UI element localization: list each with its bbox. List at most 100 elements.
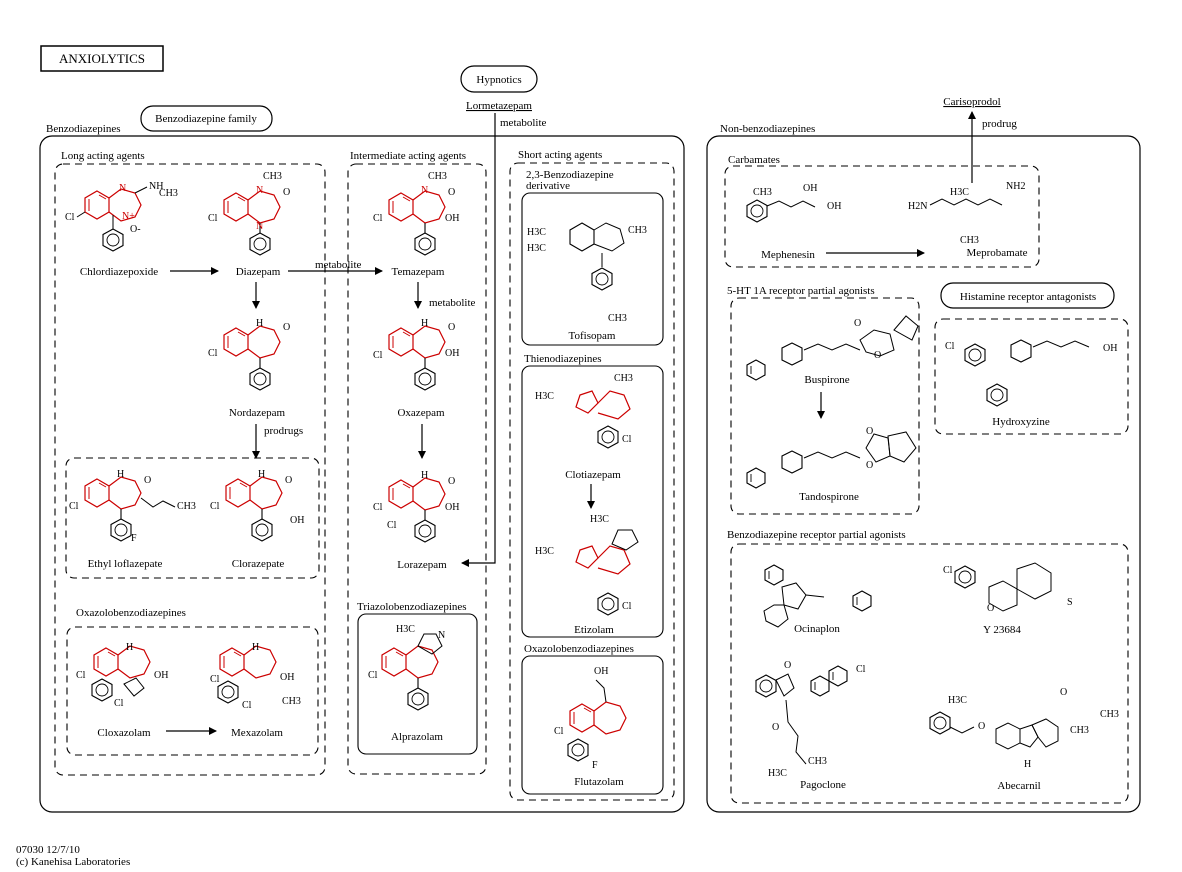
- compound-abecarnil[interactable]: Abecarnil: [997, 780, 1040, 792]
- compound-chlordiazepoxide[interactable]: Chlordiazepoxide: [80, 266, 158, 278]
- svg-text:OH: OH: [280, 672, 294, 683]
- histamine-box: [934, 318, 1129, 435]
- svg-text:H: H: [421, 470, 428, 481]
- group-ht1a: 5-HT 1A receptor partial agonists: [727, 285, 875, 297]
- svg-text:Cl: Cl: [210, 674, 220, 685]
- svg-text:Cl: Cl: [114, 698, 124, 709]
- compound-flutazolam[interactable]: Flutazolam: [574, 776, 624, 788]
- svg-text:CH3: CH3: [428, 171, 447, 182]
- compound-etizolam[interactable]: Etizolam: [574, 624, 614, 636]
- compound-lorazepam[interactable]: Lorazepam: [397, 559, 447, 571]
- structure-ethyl-loflazepate: Cl H O CH3 F: [69, 469, 196, 544]
- compound-tandospirone[interactable]: Tandospirone: [799, 491, 859, 503]
- compound-tofisopam[interactable]: Tofisopam: [569, 330, 616, 342]
- svg-text:O: O: [283, 322, 290, 333]
- svg-text:OH: OH: [445, 348, 459, 359]
- svg-text:CH3: CH3: [159, 188, 178, 199]
- svg-text:N+: N+: [122, 211, 135, 222]
- svg-text:OH: OH: [154, 670, 168, 681]
- compound-hydroxyzine[interactable]: Hydroxyzine: [992, 416, 1050, 428]
- svg-text:O: O: [285, 475, 292, 486]
- structure-y23684: Cl S O: [943, 562, 1073, 614]
- compound-pagoclone[interactable]: Pagoclone: [800, 779, 846, 791]
- svg-text:OH: OH: [290, 515, 304, 526]
- benzodiazepine-family-node[interactable]: [140, 105, 273, 132]
- structure-ocinaplon: [763, 564, 872, 628]
- svg-text:H: H: [421, 318, 428, 329]
- compound-ocinaplon[interactable]: Ocinaplon: [794, 623, 840, 635]
- oxazolo-left-box: [66, 626, 319, 756]
- structure-nordazepam: Cl H O: [208, 318, 290, 390]
- title-box: [40, 45, 164, 72]
- svg-text:O: O: [448, 476, 455, 487]
- svg-text:CH3: CH3: [282, 696, 301, 707]
- structure-clorazepate: Cl H O OH: [210, 469, 304, 541]
- group-benzo23-line2: derivative: [526, 180, 570, 192]
- benzo23-box: [521, 192, 664, 346]
- footer-code: 07030 12/7/10: [16, 844, 80, 856]
- group-oxazolo-left: Oxazolobenzodiazepines: [76, 607, 186, 619]
- compound-clotiazepam[interactable]: Clotiazepam: [565, 469, 621, 481]
- svg-text:F: F: [131, 533, 137, 544]
- svg-text:H3C: H3C: [396, 624, 415, 635]
- footer-copyright: (c) Kanehisa Laboratories: [16, 856, 130, 868]
- svg-text:CH3: CH3: [808, 756, 827, 767]
- compound-meprobamate[interactable]: Meprobamate: [966, 247, 1027, 259]
- ht1a-box: [730, 297, 920, 515]
- svg-text:Cl: Cl: [208, 213, 218, 224]
- structure-tandospirone: O O: [746, 426, 917, 489]
- compound-y23684[interactable]: Y 23684: [983, 624, 1021, 636]
- svg-text:Cl: Cl: [943, 565, 953, 576]
- svg-text:OH: OH: [1103, 343, 1117, 354]
- svg-text:H3C: H3C: [948, 695, 967, 706]
- hypnotics-node[interactable]: [460, 65, 538, 93]
- structure-flutazolam: Cl OH F: [554, 666, 627, 771]
- group-intermediate-acting: Intermediate acting agents: [350, 150, 466, 162]
- svg-text:Cl: Cl: [76, 670, 86, 681]
- compound-clorazepate[interactable]: Clorazepate: [232, 558, 285, 570]
- compound-diazepam[interactable]: Diazepam: [236, 266, 281, 278]
- compound-ethyl-loflazepate[interactable]: Ethyl loflazepate: [88, 558, 163, 570]
- compound-alprazolam[interactable]: Alprazolam: [391, 731, 443, 743]
- svg-text:H: H: [258, 469, 265, 480]
- svg-text:OH: OH: [445, 502, 459, 513]
- compound-lormetazepam[interactable]: Lormetazepam: [466, 100, 532, 112]
- carbamates-box: [724, 165, 1040, 268]
- compound-cloxazolam[interactable]: Cloxazolam: [97, 727, 151, 739]
- svg-text:CH3: CH3: [960, 235, 979, 246]
- structure-oxazepam: Cl H O OH: [373, 318, 459, 390]
- triazolo-box: [357, 613, 478, 755]
- svg-text:Cl: Cl: [373, 350, 383, 361]
- compound-nordazepam[interactable]: Nordazepam: [229, 407, 286, 419]
- svg-text:O: O: [1060, 687, 1067, 698]
- compound-carisoprodol[interactable]: Carisoprodol: [943, 96, 1000, 108]
- compound-temazepam[interactable]: Temazepam: [392, 266, 445, 278]
- compound-oxazepam[interactable]: Oxazepam: [397, 407, 444, 419]
- svg-text:N: N: [256, 185, 263, 196]
- compound-mexazolam[interactable]: Mexazolam: [231, 727, 283, 739]
- svg-text:OH: OH: [445, 213, 459, 224]
- svg-text:Cl: Cl: [208, 348, 218, 359]
- structure-cloxazolam: Cl H OH Cl: [76, 642, 168, 709]
- svg-text:O: O: [866, 460, 873, 471]
- svg-text:S: S: [1067, 597, 1073, 608]
- prodrugs-subbox: [65, 457, 320, 579]
- svg-text:Cl: Cl: [368, 670, 378, 681]
- svg-text:O-: O-: [130, 224, 141, 235]
- svg-text:O: O: [784, 660, 791, 671]
- compound-buspirone[interactable]: Buspirone: [804, 374, 849, 386]
- group-oxazolo-right: Oxazolobenzodiazepines: [524, 643, 634, 655]
- svg-text:H2N: H2N: [908, 201, 927, 212]
- svg-text:NH2: NH2: [1006, 181, 1025, 192]
- svg-text:OH: OH: [803, 183, 817, 194]
- compound-mephenesin[interactable]: Mephenesin: [761, 249, 815, 261]
- structure-lorazepam: Cl H O OH Cl: [373, 470, 459, 542]
- group-thieno: Thienodiazepines: [524, 353, 602, 365]
- structure-mephenesin: CH3 OH OH: [746, 183, 841, 223]
- svg-text:H3C: H3C: [950, 187, 969, 198]
- histamine-node[interactable]: [940, 282, 1115, 309]
- svg-text:O: O: [283, 187, 290, 198]
- page-title: ANXIOLYTICS: [59, 51, 145, 66]
- svg-text:H3C: H3C: [535, 391, 554, 402]
- short-acting-box: [509, 162, 675, 801]
